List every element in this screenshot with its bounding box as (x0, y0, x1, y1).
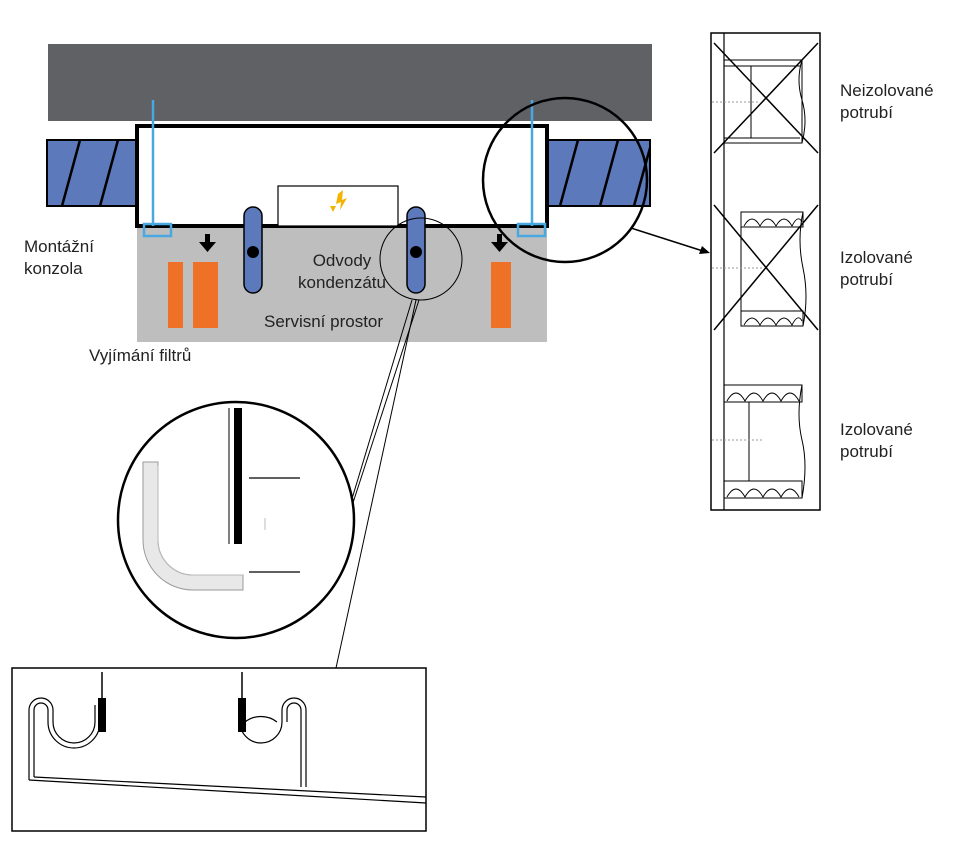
pointer-arrow (630, 227, 710, 254)
duct-option-2-label: Izolované potrubí (840, 248, 913, 289)
condensate-drain-right (406, 206, 426, 294)
drain-detail-circle (379, 217, 463, 301)
duct-uninsulated-crossed (712, 42, 819, 154)
leader-line (347, 299, 413, 513)
duct-option-3-label: Izolované potrubí (840, 420, 913, 461)
filter-removal-label: Vyjímání filtrů (89, 346, 192, 365)
filter-left-2 (193, 262, 218, 328)
filter-left-1 (168, 262, 183, 328)
duct-detail-circle (481, 96, 649, 264)
duct-insulated-correct (712, 384, 806, 499)
ceiling-slab (48, 44, 652, 121)
leader-line (349, 299, 420, 513)
drain-pan-detail (11, 667, 427, 832)
down-arrow-icon (199, 234, 216, 252)
service-space-label: Servisní prostor (264, 312, 384, 331)
filter-right (491, 262, 511, 328)
hanger-rod-right (516, 100, 547, 238)
fan-compartment (277, 185, 399, 227)
fan-arrow-icon (330, 190, 347, 212)
duct-insulated-crossed (712, 204, 819, 331)
down-arrow-icon (491, 234, 508, 252)
duct-option-1-label: Neizolované potrubí (840, 81, 934, 122)
condensate-drain-left (243, 206, 263, 294)
hanger-rod-left (142, 100, 173, 238)
duct-options-panel (710, 32, 821, 511)
left-duct (46, 139, 140, 207)
trap-zoom-detail (116, 400, 356, 640)
right-duct (536, 139, 652, 207)
condensate-drains-label: Odvody kondenzátu (298, 251, 386, 292)
leader-line (335, 299, 417, 669)
mounting-bracket-label: Montážní konzola (24, 237, 94, 278)
